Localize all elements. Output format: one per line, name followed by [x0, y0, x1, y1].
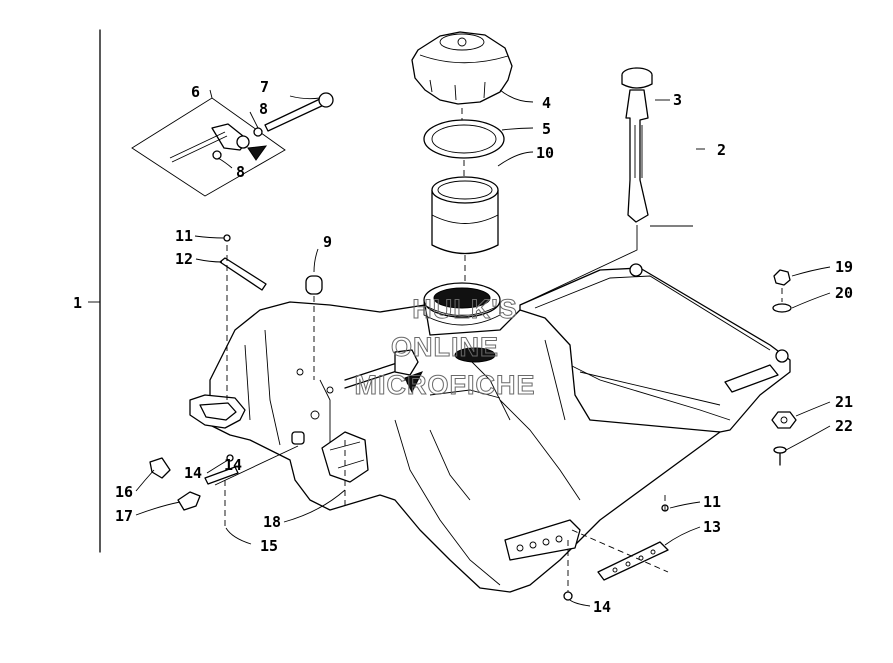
leader-lines: [135, 89, 831, 607]
filler-sleeve: [431, 176, 499, 255]
callout-9: 9: [323, 233, 332, 251]
screw-and-strap-upper: [219, 234, 267, 400]
callout-21: 21: [835, 393, 853, 411]
mount-bracket-assembly: [131, 92, 334, 197]
assembly-bracket: [88, 29, 101, 553]
callout-11b: 11: [703, 493, 721, 511]
callout-4: 4: [542, 94, 551, 112]
fuel-tank: [189, 263, 791, 593]
watermark: HULK'S ONLINE MICROFICHE: [354, 294, 536, 401]
callout-7: 7: [260, 78, 269, 96]
callout-19: 19: [835, 258, 853, 276]
through-bolt: [344, 349, 424, 394]
watermark-line-3: MICROFICHE: [355, 370, 536, 400]
callout-17: 17: [115, 507, 133, 525]
callout-3: 3: [673, 91, 682, 109]
fuel-cap: [411, 31, 513, 105]
callout-11a: 11: [175, 227, 193, 245]
drain-fittings: [149, 431, 305, 530]
callout-18: 18: [263, 513, 281, 531]
callout-20: 20: [835, 284, 853, 302]
callout-14b: 14: [593, 598, 611, 616]
callout-16: 16: [115, 483, 133, 501]
callout-labels: 1 2 3 4 5 6 7 8 8 9 10 11 11 12 13 14 14…: [73, 78, 853, 616]
callout-1: 1: [73, 294, 82, 312]
callout-12: 12: [175, 250, 193, 268]
bushing: [305, 275, 323, 380]
callout-2: 2: [717, 141, 726, 159]
callout-22: 22: [835, 417, 853, 435]
callout-6: 6: [191, 83, 200, 101]
gasket-ring: [423, 119, 505, 159]
right-hardware: [771, 269, 797, 466]
callout-14a: 14: [184, 464, 202, 482]
callout-5: 5: [542, 120, 551, 138]
callout-13: 13: [703, 518, 721, 536]
callout-8b: 8: [236, 163, 245, 181]
callout-14c: 14: [224, 456, 242, 474]
fuel-gauge-sender: [519, 67, 693, 306]
callout-8a: 8: [259, 100, 268, 118]
lower-right-hardware: [563, 495, 669, 601]
watermark-line-1: HULK'S: [412, 294, 517, 324]
callout-10: 10: [536, 144, 554, 162]
grommet-block: [321, 431, 369, 505]
callout-15: 15: [260, 537, 278, 555]
watermark-line-2: ONLINE: [391, 332, 499, 362]
